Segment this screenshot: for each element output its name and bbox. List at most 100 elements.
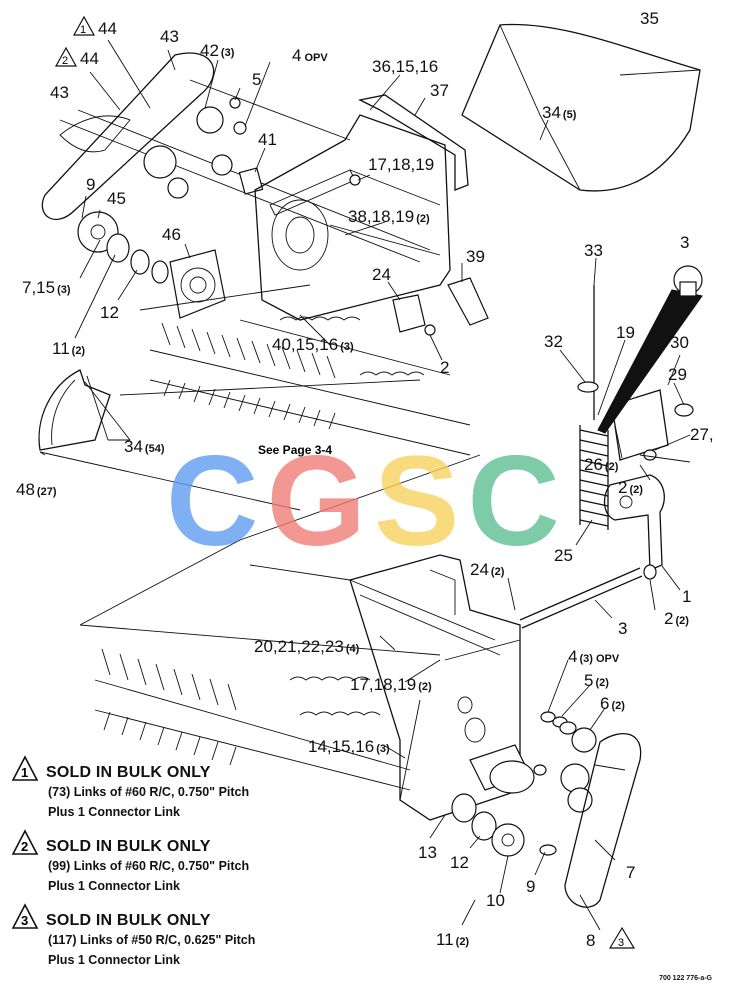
bracket-30 bbox=[611, 389, 669, 461]
svg-text:37: 37 bbox=[430, 81, 449, 100]
belt-48 bbox=[38, 369, 111, 451]
svg-text:17,18,19(2): 17,18,19(2) bbox=[350, 675, 432, 694]
side-housing bbox=[254, 94, 489, 336]
note-2-title: SOLD IN BULK ONLY bbox=[46, 838, 211, 855]
callout-2-c: 2 bbox=[664, 609, 673, 628]
svg-text:11(2): 11(2) bbox=[52, 339, 85, 358]
callout-3-mid: 3 bbox=[618, 619, 627, 638]
note-triangle-2-callout: 2 bbox=[54, 46, 78, 67]
callout-41: 41 bbox=[258, 130, 277, 149]
callout-3-top: 3 bbox=[680, 233, 689, 252]
svg-text:26(2): 26(2) bbox=[584, 455, 619, 474]
svg-text:3: 3 bbox=[618, 619, 627, 638]
svg-text:19: 19 bbox=[616, 323, 635, 342]
pickup-reel-upper bbox=[119, 284, 471, 456]
hood-35 bbox=[461, 23, 701, 192]
callout-26: 26 bbox=[584, 455, 603, 474]
callout-14-15-16-qty: (3) bbox=[376, 743, 390, 755]
callout-7-15: 7,15 bbox=[22, 278, 55, 297]
sprocket-10 bbox=[491, 823, 525, 857]
svg-text:29: 29 bbox=[668, 365, 687, 384]
callout-4-top: 4 bbox=[292, 46, 301, 65]
callout-17-18-19-b-qty: (2) bbox=[418, 681, 432, 693]
svg-text:12: 12 bbox=[100, 303, 119, 322]
svg-text:2(2): 2(2) bbox=[664, 609, 689, 628]
callout-12-bot: 12 bbox=[450, 853, 469, 872]
callout-29: 29 bbox=[668, 365, 687, 384]
svg-text:38,18,19(2): 38,18,19(2) bbox=[348, 207, 430, 226]
callout-11-bot: 11 bbox=[436, 930, 454, 949]
arm-1 bbox=[603, 474, 665, 571]
callout-24-mid: 24 bbox=[470, 560, 489, 579]
svg-text:17,18,19: 17,18,19 bbox=[368, 155, 434, 174]
svg-text:43: 43 bbox=[160, 27, 179, 46]
note-triangle-3-callout: 3 bbox=[608, 926, 636, 949]
svg-text:9: 9 bbox=[526, 877, 535, 896]
svg-text:45: 45 bbox=[107, 189, 126, 208]
svg-text:48(27): 48(27) bbox=[16, 480, 57, 499]
callout-11-bot-qty: (2) bbox=[456, 936, 470, 948]
callout-17-18-19-a: 17,18,19 bbox=[368, 155, 434, 174]
note-1-title: SOLD IN BULK ONLY bbox=[46, 764, 211, 781]
callout-37: 37 bbox=[430, 81, 449, 100]
svg-text:24(2): 24(2) bbox=[470, 560, 505, 579]
callout-5-bot: 5 bbox=[584, 671, 593, 690]
note-1-line-2: Plus 1 Connector Link bbox=[48, 805, 180, 819]
callout-48-qty: (27) bbox=[37, 486, 57, 498]
note-3-triangle-icon: 3 bbox=[11, 903, 39, 929]
svg-text:13: 13 bbox=[418, 843, 437, 862]
callout-43-a: 43 bbox=[160, 27, 179, 46]
callout-2-c-qty: (2) bbox=[675, 615, 689, 627]
pickup-reel-lower bbox=[79, 454, 481, 791]
svg-text:32: 32 bbox=[544, 332, 563, 351]
callout-39: 39 bbox=[466, 247, 485, 266]
callout-19: 19 bbox=[616, 323, 635, 342]
callout-48: 48 bbox=[16, 480, 35, 499]
svg-text:27,: 27, bbox=[690, 425, 714, 444]
svg-text:35: 35 bbox=[640, 9, 659, 28]
callout-24-mid-qty: (2) bbox=[491, 566, 505, 578]
callout-2-b-qty: (2) bbox=[629, 484, 643, 496]
washer-32 bbox=[577, 381, 599, 393]
note-3-line-2: Plus 1 Connector Link bbox=[48, 953, 180, 967]
svg-text:5(2): 5(2) bbox=[584, 671, 609, 690]
svg-text:3: 3 bbox=[618, 937, 624, 949]
callout-42: 42 bbox=[200, 41, 219, 60]
lower-frame-assembly bbox=[349, 554, 642, 908]
svg-text:1: 1 bbox=[80, 24, 86, 36]
callout-26-qty: (2) bbox=[605, 461, 619, 473]
svg-text:43: 43 bbox=[50, 83, 69, 102]
callout-11-top: 11 bbox=[52, 339, 70, 358]
callout-44-b: 44 bbox=[80, 49, 99, 68]
callout-7: 7 bbox=[626, 863, 635, 882]
bracket-37 bbox=[358, 94, 469, 191]
callout-38-18-19-qty: (2) bbox=[416, 213, 430, 225]
callout-17-18-19-b: 17,18,19 bbox=[350, 675, 416, 694]
svg-text:10: 10 bbox=[486, 891, 505, 910]
callout-34-top-qty: (5) bbox=[563, 109, 577, 121]
svg-text:44: 44 bbox=[80, 49, 99, 68]
callout-6: 6 bbox=[600, 694, 609, 713]
svg-text:24: 24 bbox=[372, 265, 391, 284]
collar-12 bbox=[130, 249, 150, 275]
cgsc-watermark: C G S C bbox=[166, 438, 560, 566]
drive-chain-upper bbox=[41, 52, 215, 221]
svg-text:9: 9 bbox=[86, 175, 95, 194]
callout-20-21-22-23-qty: (4) bbox=[346, 643, 360, 655]
see-page-reference: See Page 3-4 bbox=[258, 443, 332, 457]
svg-text:6(2): 6(2) bbox=[600, 694, 625, 713]
drive-chain-8 bbox=[564, 733, 642, 908]
detail-pointer bbox=[597, 289, 703, 434]
callout-10: 10 bbox=[486, 891, 505, 910]
svg-text:34(54): 34(54) bbox=[124, 437, 165, 456]
callout-9-bot: 9 bbox=[526, 877, 535, 896]
svg-text:34(5): 34(5) bbox=[542, 103, 577, 122]
svg-text:3: 3 bbox=[680, 233, 689, 252]
note-2-triangle-icon: 2 bbox=[11, 829, 39, 855]
note-1-line-1: (73) Links of #60 R/C, 0.750" Pitch bbox=[48, 785, 250, 799]
bearing-13 bbox=[451, 793, 477, 823]
callout-6-qty: (2) bbox=[611, 700, 625, 712]
svg-text:46: 46 bbox=[162, 225, 181, 244]
